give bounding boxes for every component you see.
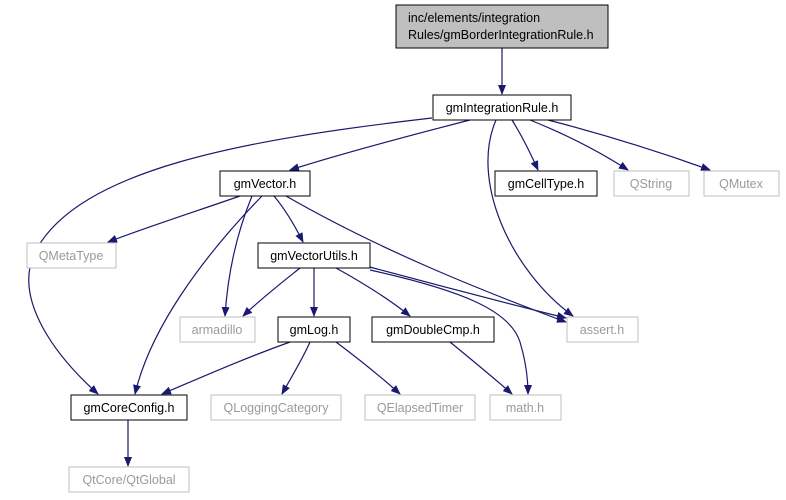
log-label: gmLog.h [290,323,339,337]
edge-integration-rule-to-qmutex [547,119,711,171]
math-node: math.h [489,394,562,421]
edge-vector-utils-to-double-cmp [335,267,411,317]
assert-node: assert.h [566,316,639,343]
edge-integration-rule-to-core-config [28,117,433,395]
core-config-node[interactable]: gmCoreConfig.h [70,394,188,421]
edge-integration-rule-to-cell-type [511,119,539,171]
edge-integration-rule-to-qstring [529,119,629,171]
root-header-line-1: inc/elements/integration [408,11,540,25]
double-cmp-label: gmDoubleCmp.h [386,323,480,337]
qlogging-category-node: QLoggingCategory [210,394,342,421]
integration-rule-label: gmIntegrationRule.h [446,101,559,115]
armadillo-label: armadillo [192,323,243,337]
edge-vector-to-qmetatype [107,195,241,243]
edge-integration-rule-to-assert [487,119,574,317]
qmutex-node: QMutex [703,170,780,197]
edge-vector-to-vector-utils [273,195,304,243]
assert-label: assert.h [580,323,625,337]
qelapsed-timer-node: QElapsedTimer [364,394,476,421]
root-header-node: inc/elements/integration Rules/gmBorderI… [395,4,609,49]
qstring-label: QString [630,177,672,191]
qmetatype-label: QMetaType [39,249,104,263]
vector-label: gmVector.h [234,177,297,191]
vector-utils-label: gmVectorUtils.h [270,249,358,263]
qstring-node: QString [613,170,690,197]
cell-type-node[interactable]: gmCellType.h [494,170,598,197]
edge-log-to-qlogging [281,341,311,395]
edge-double-cmp-to-math [449,341,513,395]
qtglobal-label: QtCore/QtGlobal [82,473,175,487]
cell-type-label: gmCellType.h [508,177,584,191]
integration-rule-node[interactable]: gmIntegrationRule.h [432,94,572,121]
edge-vector-utils-to-math [369,269,532,395]
edge-log-to-qelapsed [335,341,401,395]
math-label: math.h [506,401,544,415]
qmetatype-node: QMetaType [26,242,117,269]
qlogging-category-label: QLoggingCategory [224,401,330,415]
edge-vector-utils-to-assert [365,265,567,320]
qelapsed-timer-label: QElapsedTimer [377,401,463,415]
core-config-label: gmCoreConfig.h [83,401,174,415]
qtglobal-node: QtCore/QtGlobal [68,466,190,493]
qmutex-label: QMutex [719,177,764,191]
root-header-line-2: Rules/gmBorderIntegrationRule.h [408,28,594,42]
edge-log-to-core-config [161,341,291,395]
edge-vector-utils-to-armadillo [242,267,301,317]
vector-node[interactable]: gmVector.h [219,170,311,197]
edge-integration-rule-to-vector [289,119,471,172]
log-node[interactable]: gmLog.h [277,316,351,343]
edge-vector-to-armadillo [221,195,253,317]
edge-vector-to-core-config [133,195,263,395]
armadillo-node: armadillo [179,316,256,343]
double-cmp-node[interactable]: gmDoubleCmp.h [371,316,495,343]
vector-utils-node[interactable]: gmVectorUtils.h [257,242,371,269]
